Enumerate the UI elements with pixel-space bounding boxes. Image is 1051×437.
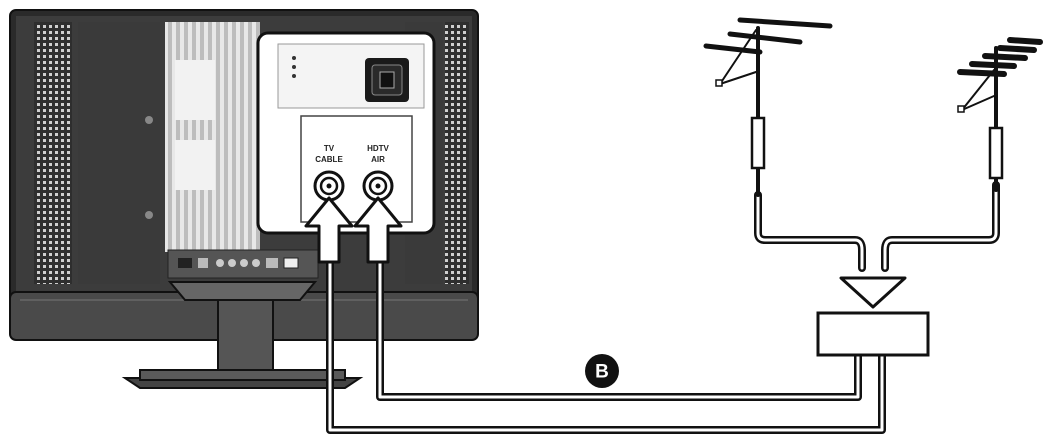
jack-tv-label-line2: CABLE xyxy=(315,155,343,164)
tv-right-vent xyxy=(445,22,469,284)
arrow-up-icon xyxy=(304,196,354,264)
combiner-box xyxy=(816,311,930,357)
tv-grille-block xyxy=(175,140,215,190)
uhf-antenna-icon xyxy=(957,37,1043,192)
power-socket-icon xyxy=(365,58,409,102)
rear-connector-panel: TV CABLE HDTV AIR xyxy=(256,31,436,235)
coax-jack-hdtv-air xyxy=(362,170,394,202)
callout-label: B xyxy=(595,362,609,383)
coax-jack-tv-cable xyxy=(313,170,345,202)
jack-hdtv-label-line2: AIR xyxy=(371,155,385,164)
callout-badge: B xyxy=(585,354,619,388)
jack-tv-label-line1: TV xyxy=(324,144,335,153)
tv-center-grille xyxy=(165,22,260,252)
tv-io-ports xyxy=(178,257,299,269)
tv-left-vent xyxy=(34,22,72,284)
vhf-antenna-icon xyxy=(703,17,833,197)
stand-neck xyxy=(217,299,274,371)
arrow-up-icon xyxy=(353,196,403,264)
combiner-triangle-icon xyxy=(839,276,907,309)
screw-icon xyxy=(145,116,153,124)
cables xyxy=(326,181,1000,434)
antenna-jack-area xyxy=(300,115,413,223)
tv-stand xyxy=(121,281,364,389)
signal-combiner xyxy=(816,276,930,357)
tv-left-panel xyxy=(78,22,160,284)
cable-left-antenna xyxy=(754,191,866,272)
cable-right-antenna xyxy=(881,181,1000,272)
tv-grille-block xyxy=(175,60,215,120)
jack-hdtv-label-line1: HDTV xyxy=(367,144,389,153)
callout-circle xyxy=(585,354,619,388)
screw-icon xyxy=(145,211,153,219)
